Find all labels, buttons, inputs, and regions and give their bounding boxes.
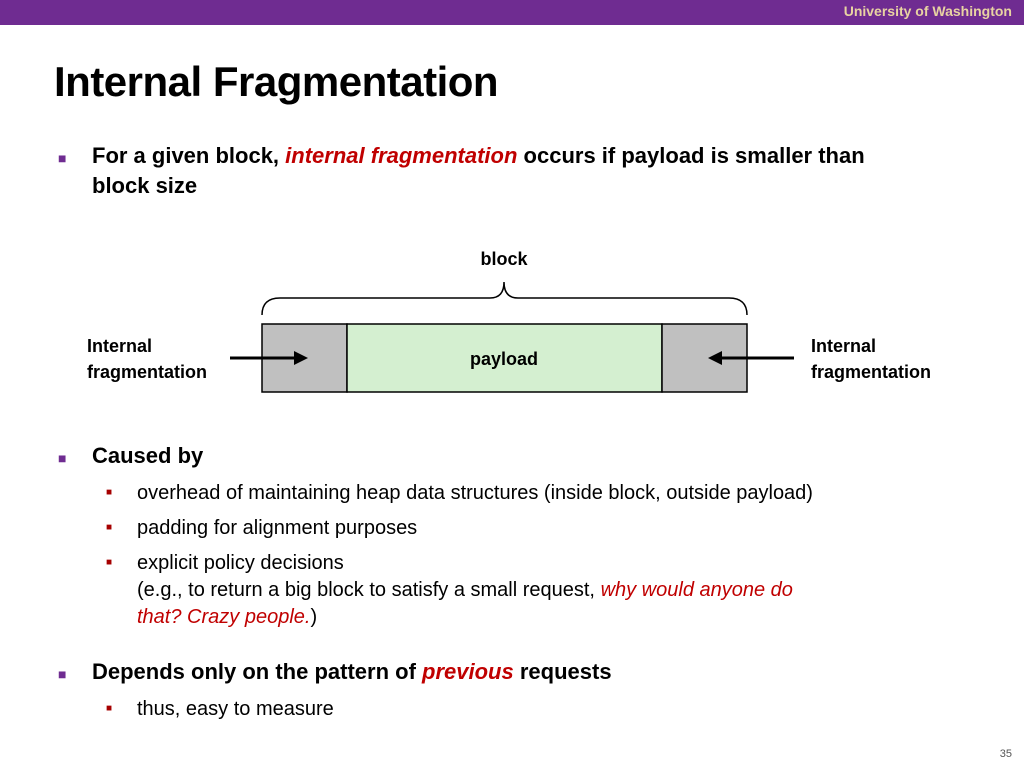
depends-text-pre: Depends only on the pattern of bbox=[92, 659, 416, 684]
sub-bullet-icon: ■ bbox=[106, 557, 113, 568]
bullet-1-line-2: block size bbox=[92, 173, 198, 198]
item-3-text: (e.g., to return a big block to satisfy … bbox=[137, 579, 595, 601]
bullet-1-emphasis: internal fragmentation bbox=[285, 143, 518, 168]
bullet-1-text-post: occurs if payload is smaller than bbox=[523, 143, 865, 168]
slide-title: Internal Fragmentation bbox=[54, 58, 499, 105]
institution-label: University of Washington bbox=[843, 3, 1012, 19]
caused-by-item-2: padding for alignment purposes bbox=[137, 517, 418, 539]
bullet-square-icon: ■ bbox=[58, 150, 67, 166]
item-3-emphasis-a: why would anyone do bbox=[600, 579, 793, 601]
sub-bullet-icon: ■ bbox=[106, 703, 113, 714]
sub-bullet-icon: ■ bbox=[106, 522, 113, 533]
right-label-line-1: Internal bbox=[811, 336, 876, 356]
right-label-line-2: fragmentation bbox=[811, 362, 931, 382]
depends-text-post: requests bbox=[519, 659, 612, 684]
left-label-line-2: fragmentation bbox=[87, 362, 207, 382]
right-arrow-head-icon bbox=[708, 351, 722, 365]
header-bar: University of Washington bbox=[0, 0, 1024, 25]
depends-item-1: thus, easy to measure bbox=[137, 698, 334, 720]
caused-by-item-3-line-2: (e.g., to return a big block to satisfy … bbox=[137, 577, 793, 604]
payload-region bbox=[346, 323, 663, 393]
bullet-1-text-pre: For a given block, bbox=[92, 143, 280, 168]
item-3-close-paren: ) bbox=[310, 606, 318, 628]
payload-label: payload bbox=[470, 349, 538, 369]
caused-by-heading: Caused by bbox=[92, 443, 204, 468]
left-arrow-head-icon bbox=[294, 351, 308, 365]
item-3-emphasis-b: that? Crazy people. bbox=[137, 606, 311, 628]
depends-emphasis: previous bbox=[422, 659, 514, 684]
sub-bullet-icon: ■ bbox=[106, 487, 113, 498]
bullet-square-icon: ■ bbox=[58, 666, 67, 682]
bullet-1-line-1: For a given block, internal fragmentatio… bbox=[92, 141, 865, 171]
bullet-square-icon: ■ bbox=[58, 450, 67, 466]
block-diagram: block payload Internal fragmentation Int… bbox=[87, 249, 931, 393]
caused-by-item-3-line-3: that? Crazy people.) bbox=[137, 604, 317, 631]
left-label-line-1: Internal bbox=[87, 336, 152, 356]
caused-by-item-3: explicit policy decisions bbox=[137, 552, 344, 574]
block-brace bbox=[261, 281, 748, 316]
caused-by-item-1: overhead of maintaining heap data struct… bbox=[137, 482, 813, 504]
block-label: block bbox=[480, 249, 528, 269]
page-number: 35 bbox=[999, 748, 1012, 760]
depends-line: Depends only on the pattern of previous … bbox=[92, 657, 612, 687]
